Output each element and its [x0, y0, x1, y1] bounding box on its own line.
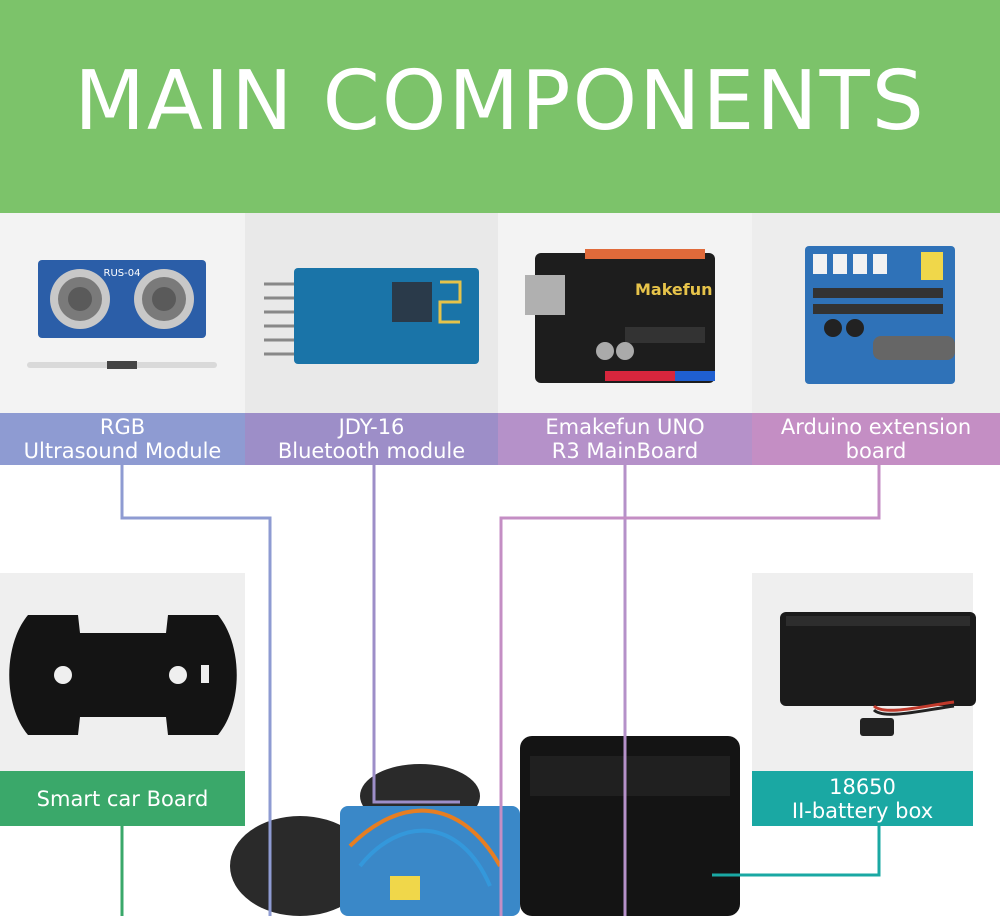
car-chassis-icon — [9, 615, 237, 735]
label-carboard-line1: Smart car Board — [36, 786, 209, 811]
label-bluetooth-line2: Bluetooth module — [277, 439, 466, 463]
label-ultrasound-line2: Ultrasound Module — [23, 439, 222, 463]
label-battery-line1: 18650 — [829, 774, 896, 799]
label-extension: Arduino extension board — [752, 413, 1000, 465]
label-carboard: Smart car Board — [0, 771, 245, 826]
sensor-model-text: RUS-04 — [104, 268, 141, 279]
page-title: MAIN COMPONENTS — [74, 54, 926, 149]
connector-bluetooth — [372, 465, 460, 804]
bluetooth-board-icon — [264, 268, 479, 364]
label-ultrasound: RGB Ultrasound Module — [0, 413, 245, 465]
label-battery-line2: II-battery box — [791, 798, 934, 823]
label-mainboard: Emakefun UNO R3 MainBoard — [498, 413, 752, 465]
label-ultrasound-line1: RGB — [99, 415, 146, 439]
label-mainboard-line1: Emakefun UNO — [545, 415, 705, 439]
robot-car-icon — [230, 736, 740, 916]
label-bluetooth-line1: JDY-16 — [338, 415, 405, 439]
uno-board-icon: Makefun — [525, 249, 715, 383]
ultrasonic-sensor-icon: RUS-04 — [27, 260, 217, 369]
title-banner: MAIN COMPONENTS — [0, 0, 1000, 213]
label-battery: 18650 II-battery box — [752, 771, 973, 826]
connector-extension — [499, 465, 881, 916]
battery-box-icon — [780, 612, 976, 736]
connector-battery — [712, 826, 881, 877]
label-extension-line1: Arduino extension — [780, 415, 972, 439]
label-mainboard-line2: R3 MainBoard — [551, 439, 699, 463]
label-extension-line2: board — [845, 439, 907, 463]
board-brand-text: Makefun — [635, 280, 713, 299]
connector-ultrasound — [120, 465, 272, 916]
extension-board-icon — [805, 246, 955, 384]
label-bluetooth: JDY-16 Bluetooth module — [245, 413, 498, 465]
